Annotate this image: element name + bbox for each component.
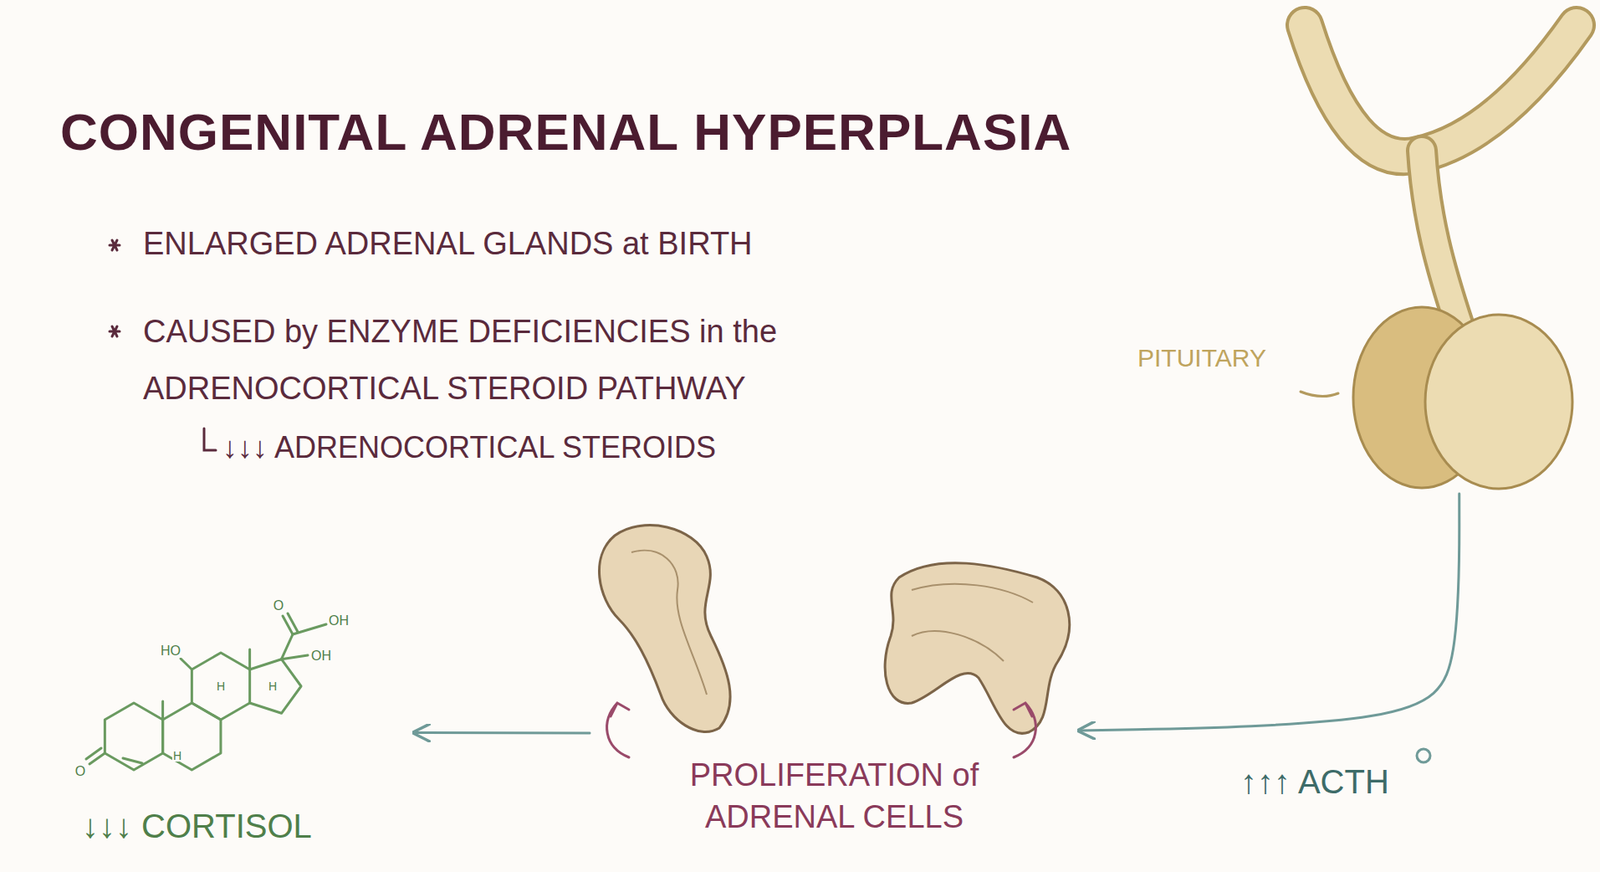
connector-arrow bbox=[1078, 493, 1460, 731]
bullet-asterisks bbox=[109, 240, 120, 337]
atom-label: H bbox=[172, 749, 183, 762]
cortisol-region: ↓↓↓ CORTISOL bbox=[75, 585, 415, 858]
atom-label: OH bbox=[327, 613, 350, 628]
adrenal-glands bbox=[598, 525, 1069, 734]
node-label: PITUITARY bbox=[1137, 341, 1267, 374]
small-circle bbox=[1416, 748, 1431, 762]
bullet-text: ↓↓↓ ADRENOCORTICAL STEROIDS bbox=[222, 429, 716, 466]
node-label: ↓↓↓ CORTISOL bbox=[81, 803, 312, 848]
node-label: PROLIFERATION of ADRENAL CELLS bbox=[667, 754, 1002, 838]
atom-label: O bbox=[272, 598, 285, 613]
pituitary-region: PITUITARY bbox=[1129, 326, 1581, 494]
title: CONGENITAL ADRENAL HYPERPLASIA bbox=[60, 102, 1072, 162]
cortisol-molecule bbox=[86, 613, 327, 770]
hormone-label: ↑↑↑ ACTH bbox=[1237, 762, 1392, 801]
atom-label: HO bbox=[159, 644, 182, 658]
atom-label: H bbox=[267, 679, 278, 692]
bullet-text: CAUSED by ENZYME DEFICIENCIES in the ADR… bbox=[143, 302, 988, 417]
sub-bullet-bracket bbox=[204, 428, 216, 450]
atom-label: OH bbox=[310, 649, 333, 663]
atom-label: H bbox=[215, 679, 226, 692]
connector-arrow bbox=[414, 730, 590, 735]
bullet-text: ENLARGED ADRENAL GLANDS at BIRTH bbox=[143, 225, 753, 262]
atom-label: O bbox=[74, 764, 87, 778]
curl-arrows bbox=[607, 702, 1037, 757]
adrenal-region: PROLIFERATION of ADRENAL CELLS bbox=[589, 514, 1079, 849]
pituitary-gland bbox=[1300, 25, 1577, 489]
